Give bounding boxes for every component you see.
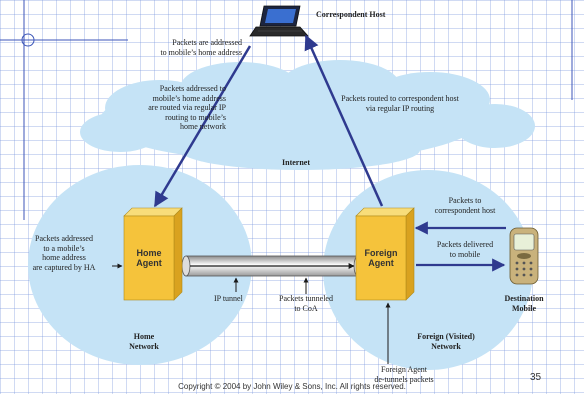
home-network-label: Home Network <box>129 332 159 351</box>
foreign-agent-label: Foreign Agent <box>364 248 398 269</box>
arrow-foreign-agent-to-host <box>304 34 384 207</box>
copyright-footer: Copyright © 2004 by John Wiley & Sons, I… <box>178 382 406 391</box>
routed-to-correspondent-label: Packets routed to correspondent host via… <box>341 94 459 113</box>
mobile-phone-icon <box>509 227 539 285</box>
internet-label: Internet <box>282 158 310 167</box>
captured-by-ha-label: Packets addressed to a mobile’s home add… <box>32 234 96 272</box>
packets-tunneled-label: Packets tunneled to CoA <box>279 294 333 313</box>
foreign-network-label: Foreign (Visited) Network <box>417 332 475 351</box>
fa-detunnels-label: Foreign Agent de-tunnels packets <box>374 365 434 384</box>
correspondent-host-label: Correspondent Host <box>316 10 386 19</box>
arrow-host-to-home-agent <box>153 45 252 208</box>
home-agent-label: Home Agent <box>136 248 162 269</box>
packets-delivered-label: Packets delivered to mobile <box>436 240 494 259</box>
packets-to-correspondent-label: Packets to correspondent host <box>434 196 496 215</box>
page-number: 35 <box>530 372 542 383</box>
slide-decoration <box>0 0 573 220</box>
laptop-icon <box>249 5 309 37</box>
routed-via-ip-label: Packets addressed to mobile’s home addre… <box>148 84 226 132</box>
packets-addressed-home-label: Packets are addressed to mobile’s home a… <box>160 38 242 57</box>
home-agent-box <box>123 207 183 301</box>
ip-tunnel-tube <box>181 255 363 277</box>
ip-tunnel-label: IP tunnel <box>214 294 243 303</box>
foreign-agent-box <box>355 207 415 301</box>
destination-mobile-label: Destination Mobile <box>504 294 544 313</box>
